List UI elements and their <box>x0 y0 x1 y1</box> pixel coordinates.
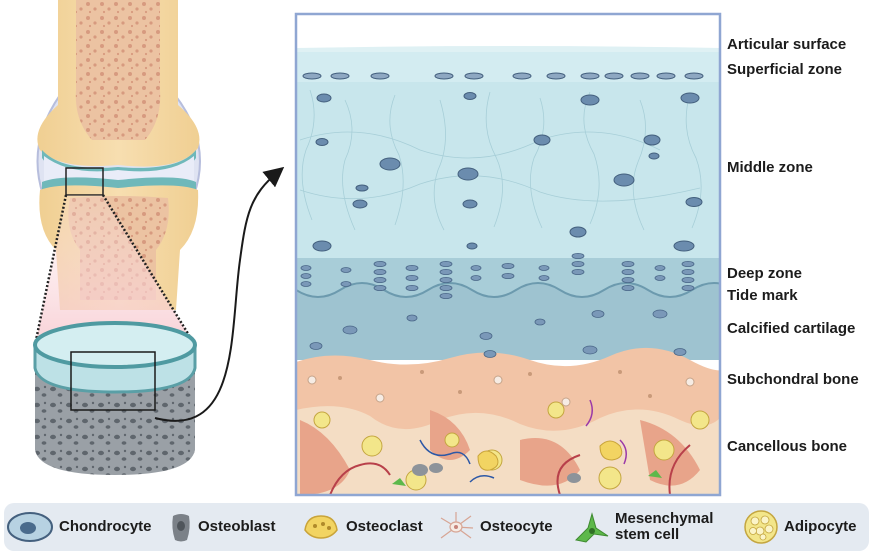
osteoblast-icon <box>169 510 193 544</box>
cell-type-legend: Chondrocyte Osteoblast Osteoclast Osteoc… <box>4 503 869 551</box>
knee-joint-illustration <box>35 0 278 475</box>
osteocyte-icon <box>437 510 475 544</box>
label-articular-surface: Articular surface <box>727 37 846 53</box>
chondrocyte-icon <box>6 510 54 544</box>
mesenchymal-stem-cell-icon <box>572 510 610 544</box>
legend-label-mesenchymal-stem-cell: Mesenchymal stem cell <box>615 511 730 543</box>
legend-item-adipocyte: Adipocyte <box>743 503 857 551</box>
legend-label-adipocyte: Adipocyte <box>784 519 857 535</box>
legend-item-chondrocyte: Chondrocyte <box>6 503 152 551</box>
legend-label-chondrocyte: Chondrocyte <box>59 519 152 535</box>
adipocyte-icon <box>743 509 779 545</box>
legend-label-osteoclast: Osteoclast <box>346 519 423 535</box>
label-cancellous-bone: Cancellous bone <box>727 439 847 455</box>
label-superficial-zone: Superficial zone <box>727 62 842 78</box>
label-deep-zone: Deep zone <box>727 266 802 282</box>
label-calcified-cartilage: Calcified cartilage <box>727 321 855 337</box>
label-tide-mark: Tide mark <box>727 288 798 304</box>
legend-item-mesenchymal-stem-cell: Mesenchymal stem cell <box>572 503 730 551</box>
legend-item-osteoblast: Osteoblast <box>169 503 276 551</box>
legend-item-osteocyte: Osteocyte <box>437 503 553 551</box>
label-subchondral-bone: Subchondral bone <box>727 372 859 388</box>
legend-label-osteocyte: Osteocyte <box>480 519 553 535</box>
cartilage-cross-section-panel <box>296 14 736 495</box>
osteoclast-icon <box>301 510 341 544</box>
label-middle-zone: Middle zone <box>727 160 813 176</box>
legend-label-osteoblast: Osteoblast <box>198 519 276 535</box>
legend-item-osteoclast: Osteoclast <box>301 503 423 551</box>
